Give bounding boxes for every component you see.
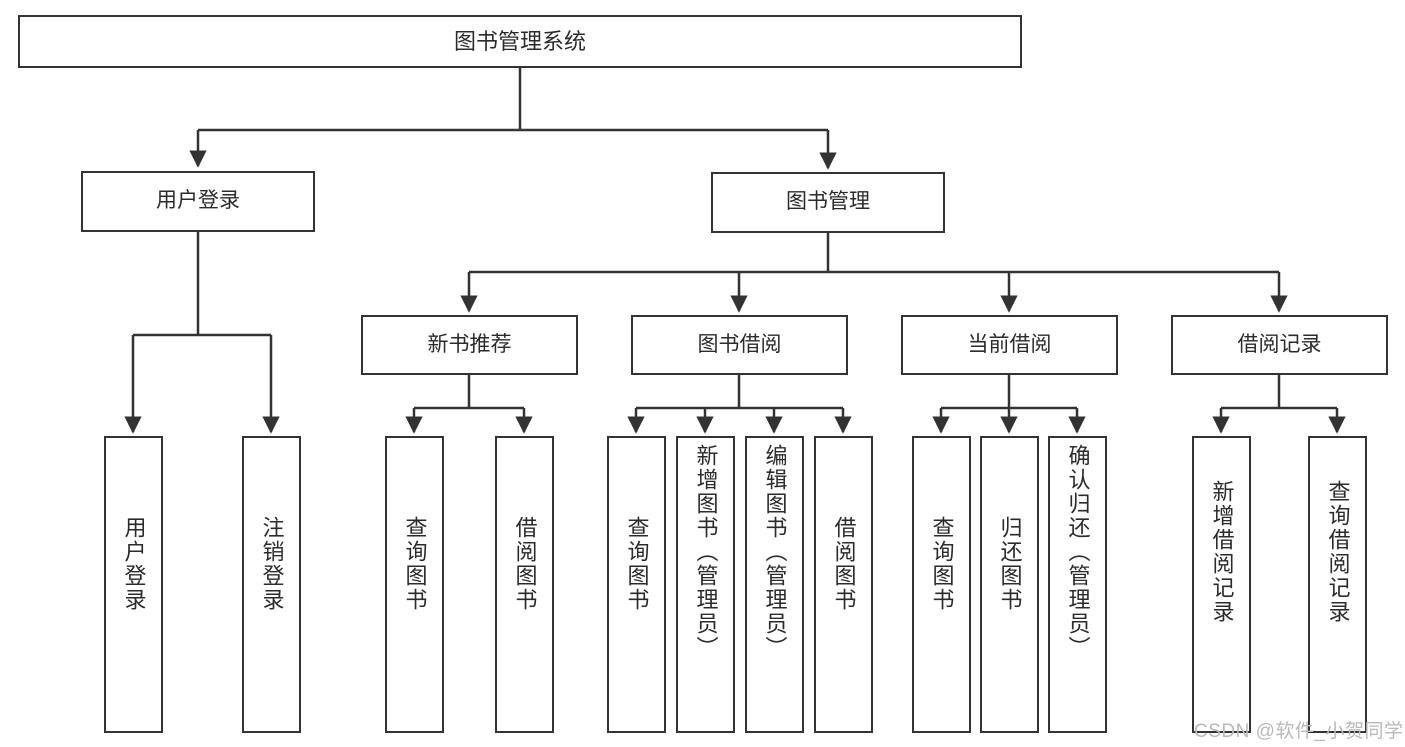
node-book-borrow-label: 图书借阅	[697, 332, 782, 356]
leaf-add-borrow-record-label: 新增借阅记录	[1209, 480, 1235, 624]
leaf-query-book-3[interactable]: 查询图书	[912, 436, 971, 733]
leaf-confirm-return[interactable]: 确认归还（管理员）	[1048, 436, 1107, 733]
leaf-borrow-book-2-label: 借阅图书	[831, 516, 857, 612]
leaf-borrow-book-1-label: 借阅图书	[512, 516, 538, 612]
node-borrow-record-label: 借阅记录	[1237, 332, 1322, 356]
node-new-book-recommend-label: 新书推荐	[427, 332, 512, 356]
node-borrow-record[interactable]: 借阅记录	[1171, 315, 1388, 375]
leaf-return-book[interactable]: 归还图书	[980, 436, 1039, 733]
leaf-user-login-label: 用户登录	[121, 516, 147, 612]
node-user-login[interactable]: 用户登录	[81, 171, 315, 232]
leaf-query-book-3-label: 查询图书	[929, 516, 955, 612]
leaf-logout-login-label: 注销登录	[259, 516, 285, 612]
leaf-borrow-book-1[interactable]: 借阅图书	[495, 436, 554, 733]
leaf-query-book-2[interactable]: 查询图书	[607, 436, 666, 733]
leaf-query-book-2-label: 查询图书	[624, 516, 650, 612]
leaf-query-book-1[interactable]: 查询图书	[385, 436, 444, 733]
watermark: CSDN @软件_小贺同学	[1194, 721, 1404, 742]
leaf-edit-book[interactable]: 编辑图书（管理员）	[745, 436, 804, 733]
leaf-query-borrow-record-label: 查询借阅记录	[1325, 480, 1351, 624]
node-root-label: 图书管理系统	[453, 28, 586, 54]
node-user-login-label: 用户登录	[156, 189, 240, 213]
leaf-add-book-label: 新增图书（管理员）	[693, 444, 719, 660]
node-current-borrow-label: 当前借阅	[967, 332, 1052, 356]
node-root[interactable]: 图书管理系统	[18, 15, 1022, 68]
node-book-borrow[interactable]: 图书借阅	[631, 315, 848, 375]
leaf-borrow-book-2[interactable]: 借阅图书	[814, 436, 873, 733]
leaf-return-book-label: 归还图书	[997, 516, 1023, 612]
node-book-manage[interactable]: 图书管理	[711, 172, 945, 233]
node-book-manage-label: 图书管理	[786, 190, 870, 214]
leaf-edit-book-label: 编辑图书（管理员）	[762, 444, 788, 660]
node-current-borrow[interactable]: 当前借阅	[901, 315, 1118, 375]
leaf-query-borrow-record[interactable]: 查询借阅记录	[1308, 436, 1367, 733]
leaf-query-book-1-label: 查询图书	[402, 516, 428, 612]
leaf-user-login[interactable]: 用户登录	[104, 436, 163, 733]
leaf-confirm-return-label: 确认归还（管理员）	[1065, 444, 1091, 660]
leaf-add-borrow-record[interactable]: 新增借阅记录	[1192, 436, 1251, 733]
leaf-logout-login[interactable]: 注销登录	[242, 436, 301, 733]
leaf-add-book[interactable]: 新增图书（管理员）	[676, 436, 735, 733]
node-new-book-recommend[interactable]: 新书推荐	[361, 315, 578, 375]
